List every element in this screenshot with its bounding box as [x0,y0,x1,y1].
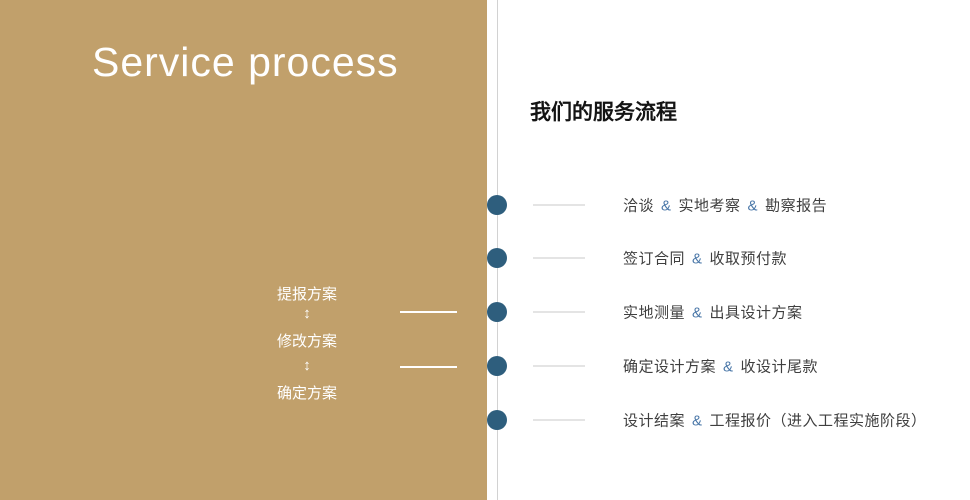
timeline-item-text: 设计结案&工程报价（进入工程实施阶段） [623,410,927,431]
plan-step: 提报方案 [276,286,337,303]
text-segment: 收设计尾款 [740,358,819,376]
left-gold-panel: Service process 提报方案 ↕ 修改方案 ↕ 确定方案 [0,0,487,500]
ampersand-separator: & [747,197,759,215]
text-segment: 洽谈 [623,197,655,215]
page-title: Service process [92,39,399,85]
row-dash-line [533,257,585,259]
text-segment: 工程报价（进入工程实施阶段） [709,412,927,430]
row-dash-line [533,311,585,313]
ampersand-separator: & [692,304,703,322]
ampersand-separator: & [661,197,672,215]
text-segment: 设计结案 [623,412,686,430]
timeline-item-text: 签订合同&收取预付款 [623,248,787,269]
timeline-item: 设计结案&工程报价（进入工程实施阶段） [533,410,927,431]
connector-line-1 [400,311,457,313]
text-segment: 确定设计方案 [623,358,717,376]
updown-arrow-icon: ↕ [303,305,311,322]
timeline-dot [487,302,507,322]
timeline-dot [487,248,507,268]
connector-line-2 [400,366,457,368]
timeline-item-text: 实地测量&出具设计方案 [623,302,803,323]
row-dash-line [533,419,585,421]
ampersand-separator: & [723,358,734,376]
updown-arrow-icon: ↕ [303,357,311,374]
text-segment: 实地测量 [623,304,686,322]
timeline-item: 签订合同&收取预付款 [533,248,787,269]
text-segment: 出具设计方案 [709,304,803,322]
ampersand-separator: & [692,250,703,268]
timeline-item-text: 确定设计方案&收设计尾款 [623,356,818,377]
timeline-dot [487,195,507,215]
text-segment: 勘察报告 [765,197,828,215]
text-segment: 实地考察 [678,197,741,215]
section-heading: 我们的服务流程 [530,101,677,124]
ampersand-separator: & [692,412,703,430]
timeline-dot [487,410,507,430]
row-dash-line [533,204,585,206]
text-segment: 收取预付款 [709,250,788,268]
row-dash-line [533,365,585,367]
timeline-item: 实地测量&出具设计方案 [533,302,803,323]
timeline-item: 洽谈&实地考察&勘察报告 [533,195,827,216]
timeline-item: 确定设计方案&收设计尾款 [533,356,818,377]
timeline-dot [487,356,507,376]
plan-step: 确定方案 [276,385,337,402]
text-segment: 签订合同 [623,250,686,268]
timeline-item-text: 洽谈&实地考察&勘察报告 [623,195,827,216]
plan-step: 修改方案 [276,333,337,350]
